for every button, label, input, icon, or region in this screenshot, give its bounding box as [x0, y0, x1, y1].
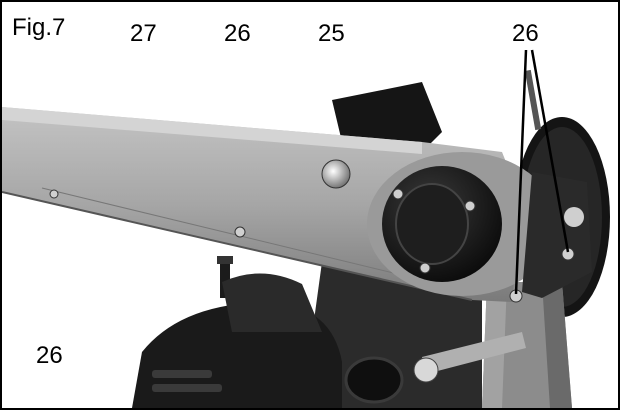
screw-26-mid: [234, 226, 246, 238]
lock-lever: [422, 332, 526, 374]
knob-25: [321, 159, 351, 189]
dust-port: [344, 356, 404, 404]
figure-number-label: Fig.7: [12, 14, 66, 41]
upper-housing: [332, 82, 442, 152]
callout-screw-left: 26: [36, 342, 63, 369]
callout-screw-top-mid: 26: [224, 20, 251, 47]
callout-belt-arm: 27: [130, 20, 157, 47]
screw-26-left: [49, 189, 59, 199]
callout-knob: 25: [318, 20, 345, 47]
callout-screw-right: 26: [512, 20, 539, 47]
